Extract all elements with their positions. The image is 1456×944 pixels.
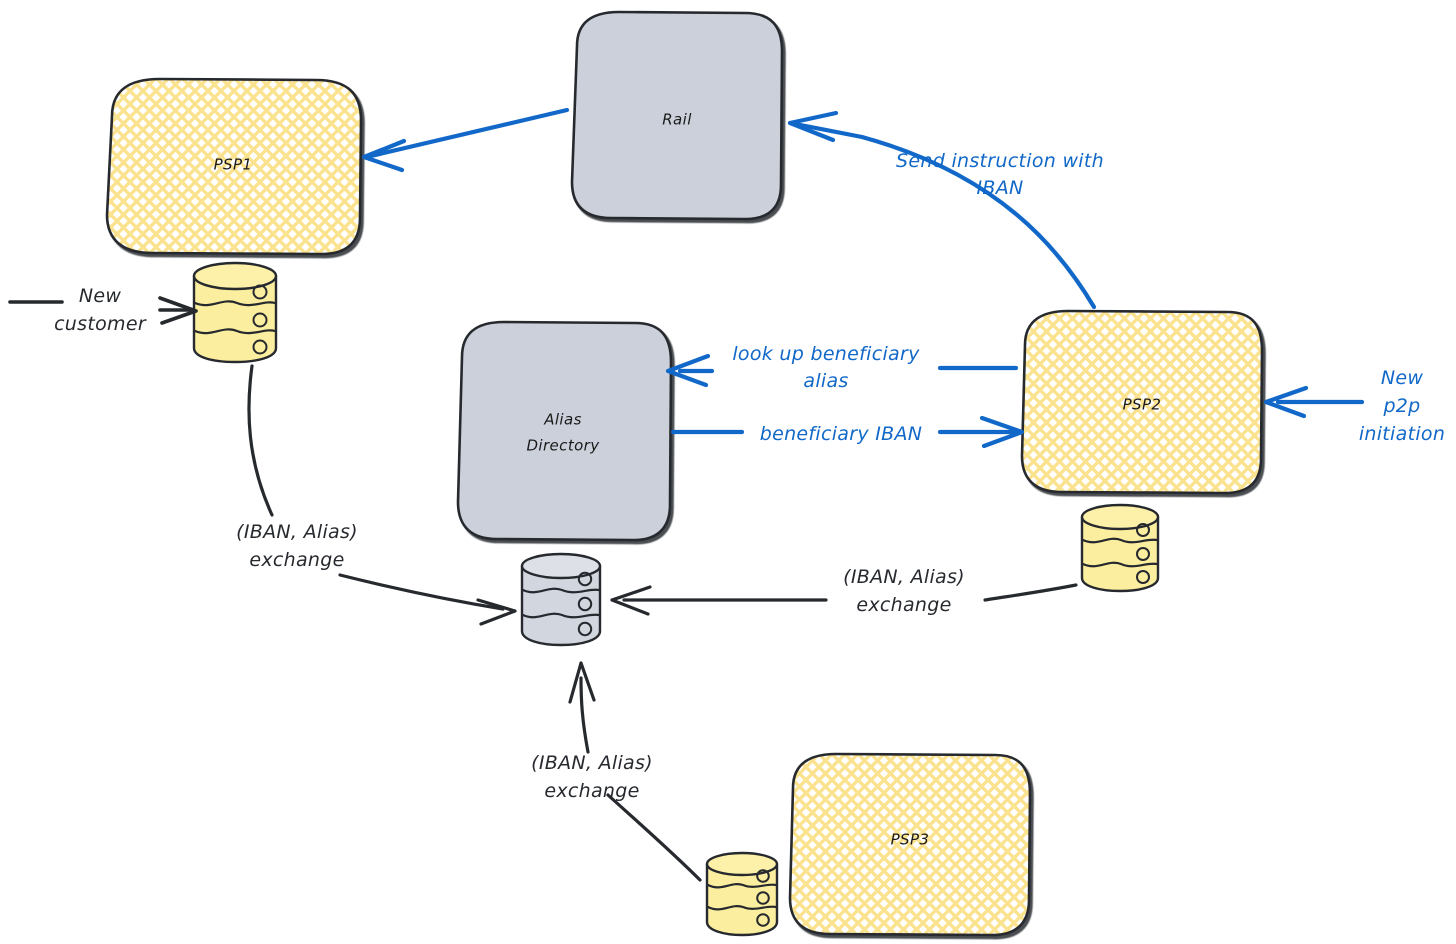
database-psp3-led-3 — [756, 913, 770, 927]
database-alias-led-2 — [577, 596, 593, 612]
edge-alias-iban-arrowhead — [979, 415, 1025, 449]
edge-db-psp2-label-line1: (IBAN, Alias) — [843, 566, 965, 588]
node-psp3[interactable]: PSP3 — [788, 752, 1032, 937]
database-alias-directory[interactable] — [520, 552, 602, 647]
database-psp2-led-2 — [1136, 547, 1150, 561]
edge-psp2-lookup-alias: look up beneficiary alias — [665, 343, 1019, 392]
database-psp2-top — [1080, 503, 1160, 531]
alias-directory-shape — [456, 320, 673, 542]
edge-db-psp1-to-db-alias: (IBAN, Alias) exchange — [236, 364, 517, 626]
edge-alias-iban-label: beneficiary IBAN — [760, 423, 923, 445]
database-psp3-led-1 — [756, 869, 770, 883]
database-psp1-led-2 — [252, 312, 268, 328]
database-psp1-divider-1 — [193, 300, 277, 307]
edge-new-customer-arrowhead — [158, 296, 198, 325]
psp2-shape — [1020, 309, 1264, 495]
database-psp2-divider-1 — [1081, 537, 1159, 544]
psp1-shape — [105, 77, 363, 256]
edge-new-p2p-to-psp2: New p2p initiation — [1263, 367, 1445, 445]
edge-db-psp3-label-line1: (IBAN, Alias) — [531, 752, 653, 774]
edge-db-psp1-label-line1: (IBAN, Alias) — [236, 521, 358, 543]
edge-db-psp2-line-right — [983, 583, 1078, 602]
database-psp1-led-3 — [252, 339, 268, 355]
edge-new-customer-label-line2: customer — [54, 313, 147, 335]
database-psp3-led-2 — [756, 891, 770, 905]
rail-label: Rail — [662, 111, 692, 129]
edge-new-p2p-arrowhead — [1263, 385, 1309, 419]
database-alias-divider-2 — [521, 612, 601, 619]
edge-rail-to-psp1-line — [368, 107, 570, 159]
edge-psp2-to-rail-line — [859, 134, 1097, 310]
node-psp1[interactable]: PSP1 — [105, 77, 363, 256]
edge-db-psp3-line-upper — [579, 676, 590, 754]
database-alias-led-3 — [577, 621, 593, 637]
alias-directory-label-line1: Alias — [543, 411, 582, 429]
database-alias-divider-1 — [521, 587, 601, 594]
database-alias-led-1 — [577, 571, 593, 587]
edge-psp2-lookup-label-line2: alias — [803, 370, 848, 392]
edge-db-psp1-arrowhead — [476, 598, 517, 626]
edge-db-psp2-to-db-alias: (IBAN, Alias) exchange — [610, 566, 1078, 616]
node-rail[interactable]: Rail — [570, 10, 784, 221]
database-psp1-led-1 — [252, 284, 268, 300]
database-psp2[interactable] — [1080, 503, 1160, 593]
edge-db-psp1-curve-lower — [338, 573, 505, 611]
edge-rail-to-psp1 — [361, 107, 570, 173]
edge-db-psp3-label-line2: exchange — [544, 780, 639, 802]
database-psp1[interactable] — [192, 261, 278, 364]
edge-psp2-to-rail-label-line2: IBAN — [976, 177, 1023, 199]
database-psp3[interactable] — [705, 851, 779, 937]
psp2-label: PSP2 — [1123, 396, 1162, 414]
psp3-label: PSP3 — [891, 831, 930, 849]
edge-db-psp1-curve-upper — [247, 364, 274, 517]
database-psp2-divider-2 — [1081, 561, 1159, 568]
edge-db-psp3-line-lower — [606, 793, 702, 882]
edge-psp2-to-rail-tail — [787, 120, 865, 140]
edge-db-psp3-to-db-alias: (IBAN, Alias) exchange — [531, 661, 702, 882]
database-psp1-top — [192, 261, 278, 291]
edge-alias-to-psp2-iban: beneficiary IBAN — [670, 415, 1025, 449]
node-psp2[interactable]: PSP2 — [1020, 309, 1264, 495]
edge-psp2-to-rail: Send instruction with IBAN — [787, 110, 1104, 310]
edge-psp2-lookup-arrowhead — [665, 353, 711, 388]
edge-new-p2p-label-line1: New — [1381, 367, 1424, 389]
psp3-shape — [788, 752, 1032, 937]
edge-psp2-to-rail-label-line1: Send instruction with — [896, 150, 1104, 172]
database-psp1-divider-2 — [193, 328, 277, 335]
edge-db-psp1-label-line2: exchange — [249, 549, 344, 571]
edge-new-customer-label-line1: New — [79, 285, 122, 307]
edge-rail-to-psp1-arrowhead — [361, 138, 407, 173]
database-psp2-led-1 — [1136, 523, 1150, 537]
database-psp3-divider-2 — [706, 905, 778, 911]
database-psp3-top — [705, 851, 779, 877]
edge-new-customer-to-db-psp1: New customer — [8, 285, 198, 335]
node-alias-directory[interactable]: Alias Directory — [456, 320, 673, 542]
rail-shape — [570, 10, 784, 221]
database-alias-top — [520, 552, 602, 580]
database-psp3-divider-1 — [706, 883, 778, 889]
edge-db-psp2-arrowhead — [610, 585, 652, 616]
edge-new-p2p-label-line2: p2p — [1382, 395, 1420, 417]
edge-psp2-lookup-label-line1: look up beneficiary — [732, 343, 920, 365]
psp1-label: PSP1 — [214, 156, 253, 174]
edge-db-psp3-arrowhead — [568, 661, 596, 704]
database-psp2-led-3 — [1136, 570, 1150, 584]
alias-directory-label-line2: Directory — [526, 437, 600, 455]
edge-db-psp2-label-line2: exchange — [856, 594, 951, 616]
edge-new-p2p-label-line3: initiation — [1359, 423, 1445, 445]
